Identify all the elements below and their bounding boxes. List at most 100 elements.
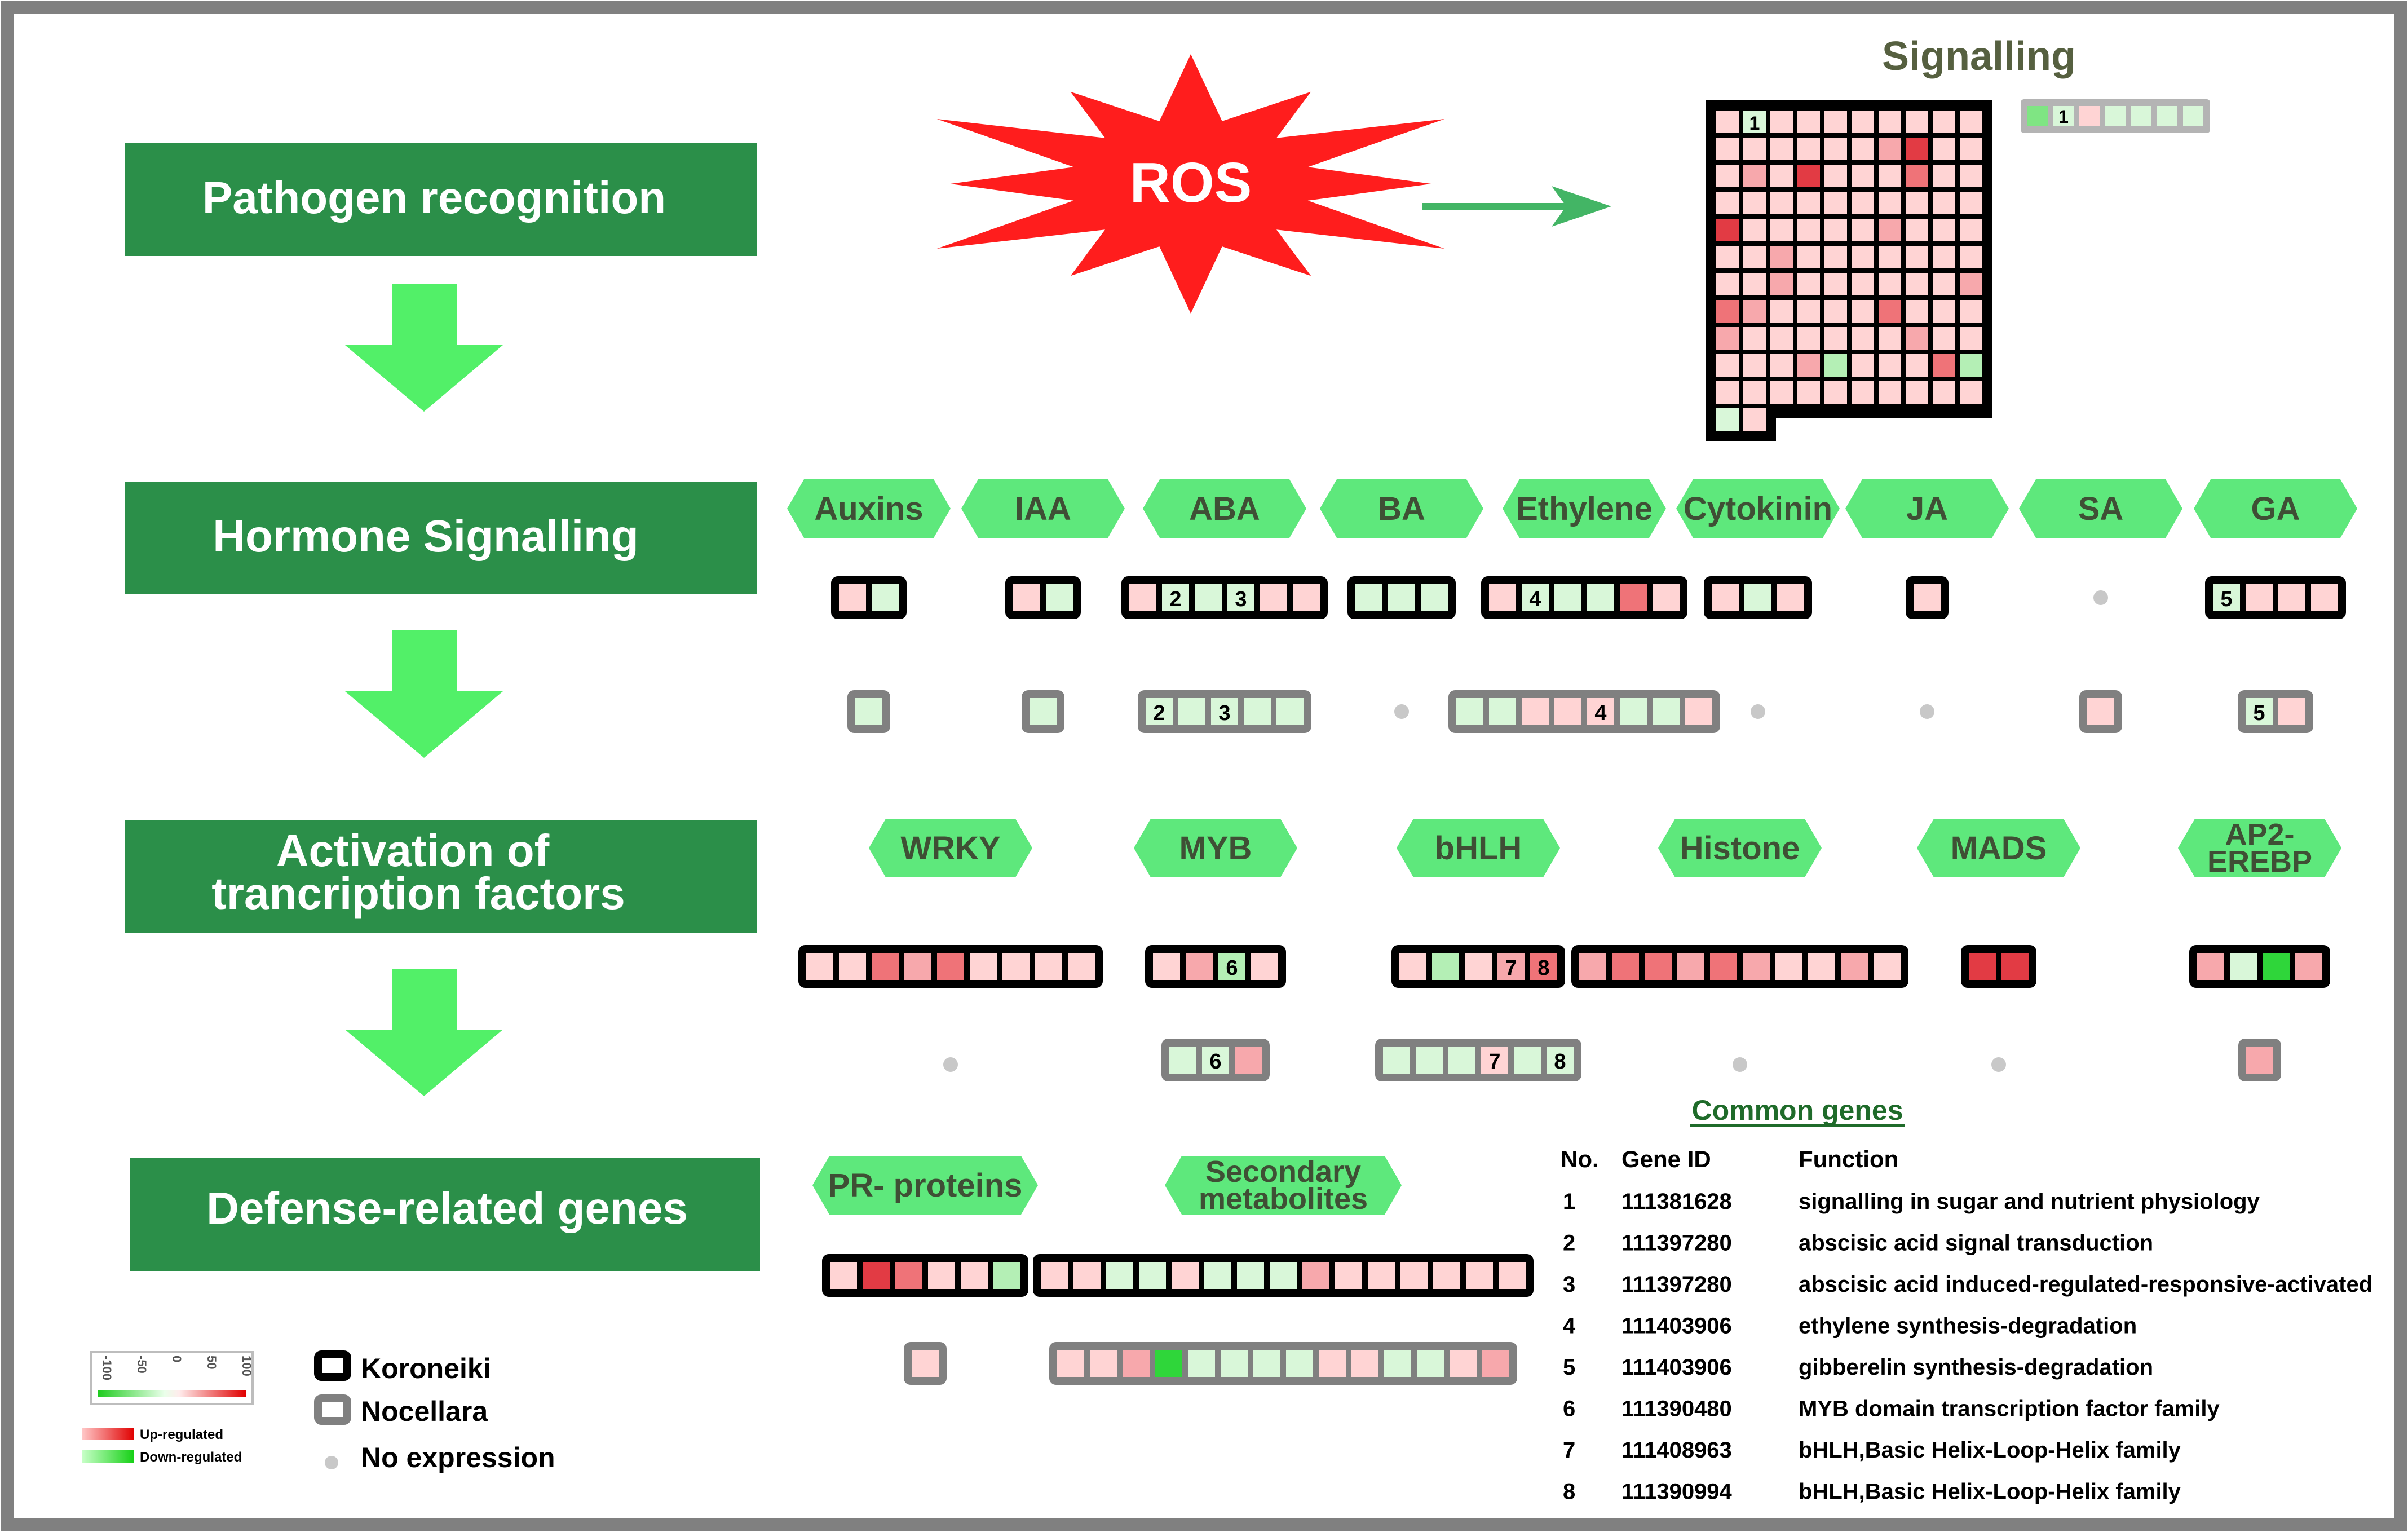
heatmap-cell	[1824, 381, 1847, 404]
row-gene-id: 111390480	[1621, 1397, 1732, 1421]
row-function: signalling in sugar and nutrient physiol…	[1799, 1189, 2260, 1214]
row-number: 1	[1563, 1189, 1575, 1214]
expression-cell	[1554, 584, 1581, 611]
cell-label: 8	[1554, 1050, 1566, 1074]
heatmap-cell	[1933, 165, 1955, 187]
expression-cell	[872, 953, 899, 980]
stage-label: Hormone Signalling	[213, 511, 639, 561]
koroneiki-strip	[1704, 576, 1812, 619]
hex-text: ABA	[1189, 491, 1260, 527]
expression-cell	[1123, 1350, 1150, 1377]
table-header-no: No.	[1561, 1146, 1599, 1172]
down-regulated-swatch	[82, 1450, 134, 1463]
row-gene-id: 111397280	[1621, 1272, 1732, 1297]
heatmap-cell	[1716, 273, 1739, 295]
no-expression-dot	[1394, 704, 1409, 719]
label-cytokinin: Cytokinin	[1676, 479, 1840, 538]
ros-star-icon	[936, 54, 1445, 314]
hex-shape	[869, 819, 1032, 877]
ros-label: ROS	[1130, 151, 1252, 214]
stage-activation-tf: Activation of trancription factors	[125, 820, 757, 933]
heatmap-cell	[1716, 165, 1739, 187]
ros-to-signalling-arrow-icon	[1422, 186, 1611, 227]
hex-text: MADS	[1951, 830, 2047, 867]
koroneiki-strip	[1347, 576, 1456, 619]
expression-cell	[1514, 1047, 1541, 1074]
label-pr-proteins: PR- proteins	[812, 1156, 1038, 1215]
heatmap-cell	[1906, 111, 1928, 133]
nocellara-strip	[1022, 690, 1064, 733]
koroneiki-strip	[1571, 945, 1908, 988]
row-gene-id: 111403906	[1621, 1314, 1732, 1339]
heatmap-cell	[1906, 138, 1928, 160]
stage-label: Activation of	[276, 825, 550, 876]
heatmap-cell	[1933, 327, 1955, 350]
label-sa: SA	[2019, 479, 2182, 538]
expression-cell	[1155, 1350, 1182, 1377]
heatmap-cell	[1770, 138, 1793, 160]
expression-cell	[1481, 1047, 1508, 1074]
expression-cell	[2295, 953, 2322, 980]
heatmap-cell	[1797, 246, 1820, 268]
down-arrow-icon	[345, 969, 503, 1096]
heatmap-cell	[1960, 246, 1982, 268]
heatmap-cell	[1879, 273, 1901, 295]
cell-label: 8	[1537, 956, 1549, 980]
expression-cell	[1874, 953, 1901, 980]
heatmap-cell	[1879, 300, 1901, 323]
expression-cell	[904, 953, 931, 980]
expression-cell	[1530, 953, 1557, 980]
heatmap-cell	[1933, 192, 1955, 214]
expression-cell	[1319, 1350, 1346, 1377]
no-expression-dot	[1751, 704, 1765, 719]
no-expression-dot	[1733, 1057, 1747, 1072]
heatmap-cell	[1933, 246, 1955, 268]
nocellara-strip	[2238, 1039, 2281, 1081]
expression-cell	[1497, 953, 1525, 980]
hex-text: AP2-	[2225, 818, 2294, 851]
nocellara-strip	[2079, 690, 2122, 733]
expression-cell	[1841, 953, 1868, 980]
hex-text: EREBP	[2207, 845, 2312, 878]
heatmap-cell	[1960, 138, 1982, 160]
label-myb: MYB	[1134, 819, 1297, 877]
expression-cell	[839, 953, 866, 980]
arrow-head	[1552, 186, 1611, 227]
label-ethylene: Ethylene	[1503, 479, 1666, 538]
stage-box	[130, 1158, 760, 1271]
hex-shape	[1320, 479, 1483, 538]
label-mads: MADS	[1917, 819, 2080, 877]
expression-cell	[1743, 953, 1770, 980]
heatmap-cell	[1797, 192, 1820, 214]
heatmap-cell	[1852, 138, 1874, 160]
expression-cell	[1368, 1262, 1395, 1289]
stage-box	[125, 482, 757, 594]
cell-label: 5	[2253, 701, 2265, 725]
heatmap-cell	[1960, 273, 1982, 295]
expression-cell	[1139, 1262, 1166, 1289]
expression-cell	[1221, 1350, 1248, 1377]
heatmap-cell	[1797, 273, 1820, 295]
expression-cell	[1106, 1262, 1133, 1289]
expression-cell	[2311, 584, 2338, 611]
expression-cell	[839, 584, 866, 611]
heatmap-cell	[1797, 354, 1820, 377]
heatmap-cell	[1906, 165, 1928, 187]
label-ja: JA	[1845, 479, 2009, 538]
koroneiki-frame	[2205, 576, 2346, 619]
expression-cell	[1129, 584, 1156, 611]
expression-cell	[863, 1262, 890, 1289]
heatmap-cell	[1743, 192, 1766, 214]
heatmap-cell	[1716, 381, 1739, 404]
hex-shape	[1143, 479, 1306, 538]
heatmap-cell	[1770, 381, 1793, 404]
label-histone: Histone	[1658, 819, 1822, 877]
expression-cell	[1335, 1262, 1362, 1289]
signalling-title: Signalling	[1882, 34, 2076, 79]
heatmap-cell	[1743, 354, 1766, 377]
